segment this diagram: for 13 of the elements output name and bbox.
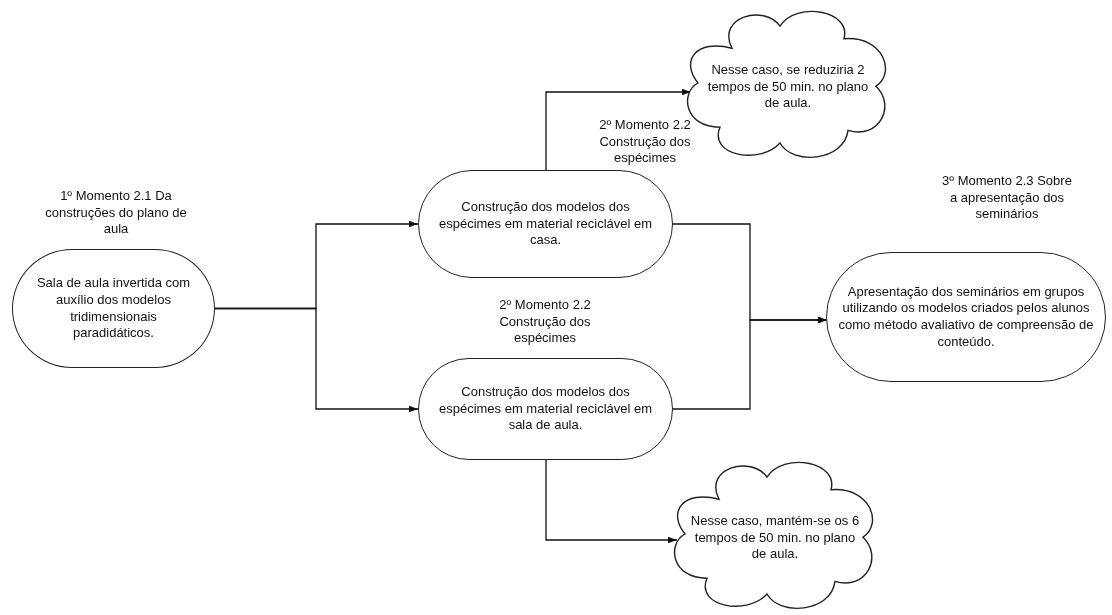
connector-arrow [545, 459, 678, 544]
connector-arrow [672, 316, 828, 410]
stage-heading: 3º Momento 2.3 Sobre a apresentação dos seminários [941, 173, 1073, 223]
stage-heading: 2º Momento 2.2 Construção dos espécimes [498, 297, 592, 347]
box-text: Construção dos modelos dos espécimes em material reciclável em casa. [437, 199, 654, 249]
cloud-text: Nesse caso, mantém-se os 6 tempos de 50 min. no plano de aula. [689, 513, 861, 563]
box-text: Sala de aula invertida com auxílio dos modelos tridimensionais paradidáticos. [35, 275, 192, 342]
cloud-text: Nesse caso, se reduziria 2 tempos de 50 min. no plano de aula. [706, 62, 870, 112]
box-text: Construção dos modelos dos espécimes em material reciclável em sala de aula. [437, 384, 654, 434]
stage-heading: 1º Momento 2.1 Da construções do plano de aula [44, 188, 188, 238]
box-text: Apresentação dos seminários em grupos utilizando os modelos criados pelos alunos como método avaliativo de compreensão de conteúdo. [837, 283, 1095, 351]
connector-arrow [214, 307, 419, 413]
stage-heading: 2º Momento 2.2 Construção dos espécimes [598, 117, 692, 167]
